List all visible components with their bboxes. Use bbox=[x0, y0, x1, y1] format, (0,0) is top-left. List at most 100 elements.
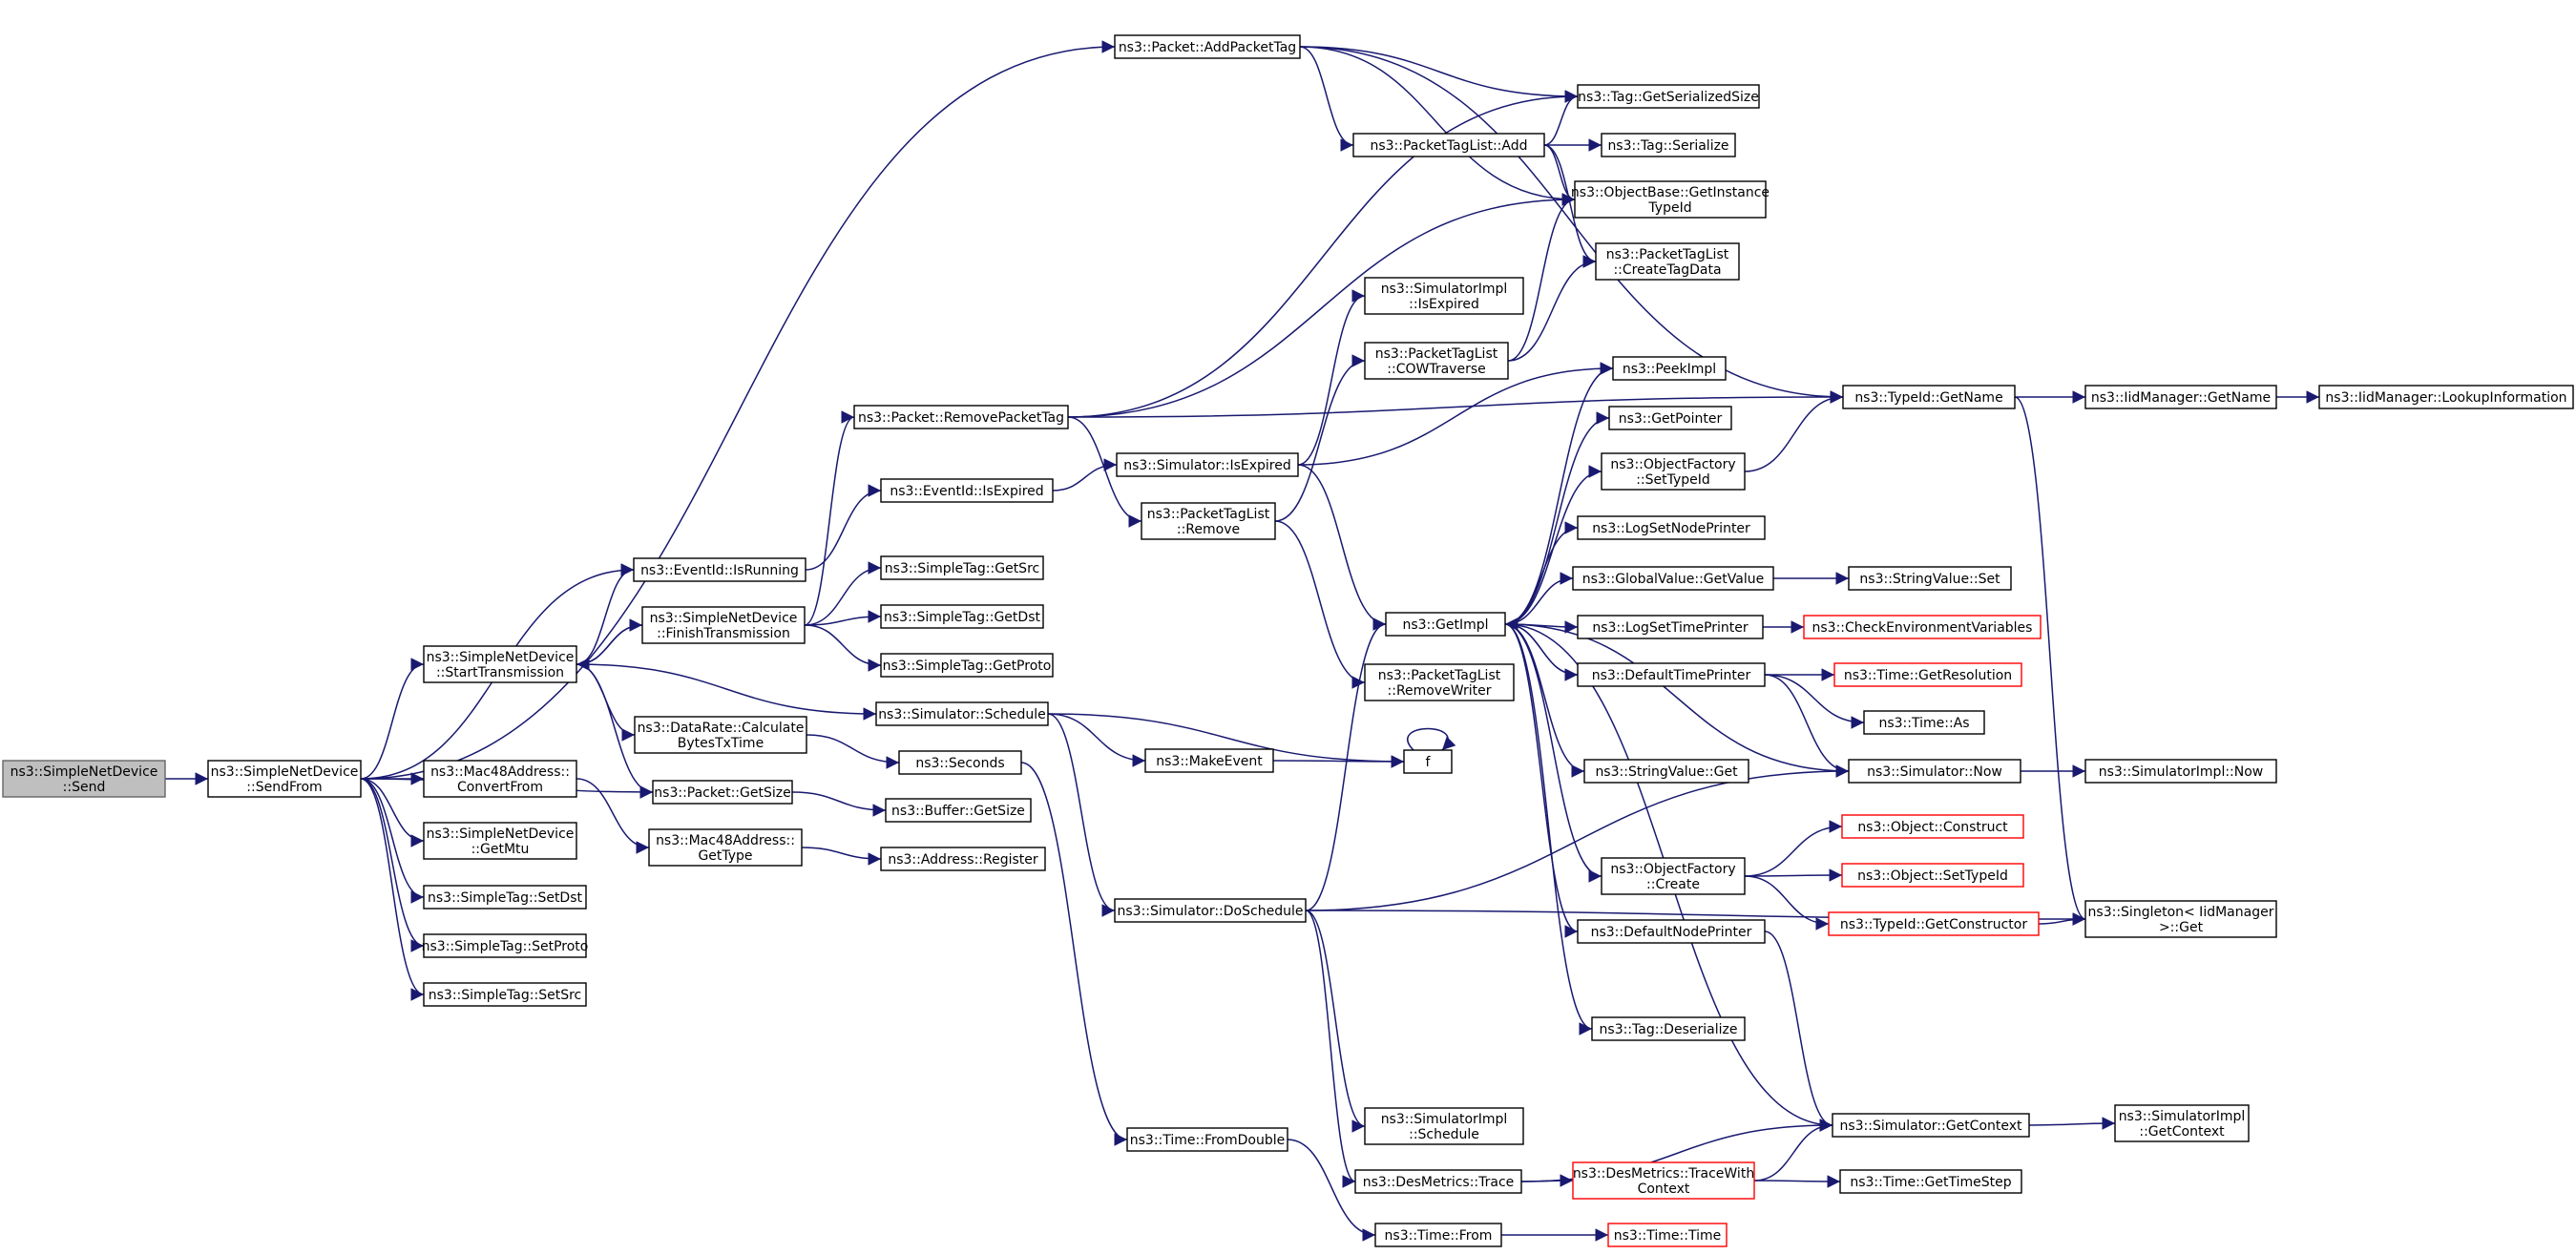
node-getmtu[interactable]: ns3::SimpleNetDevice::GetMtu bbox=[423, 822, 577, 860]
node-simulator-isexpired[interactable]: ns3::Simulator::IsExpired bbox=[1116, 452, 1299, 477]
node-objectfactory-create[interactable]: ns3::ObjectFactory::Create bbox=[1601, 857, 1746, 895]
node-label: f bbox=[1426, 755, 1432, 770]
node-tag-serialize[interactable]: ns3::Tag::Serialize bbox=[1601, 133, 1736, 157]
node-packettaglist-remove[interactable]: ns3::PacketTagList::Remove bbox=[1141, 502, 1276, 540]
node-simpletag-setdst[interactable]: ns3::SimpleTag::SetDst bbox=[423, 885, 587, 910]
node-stringvalue-get[interactable]: ns3::StringValue::Get bbox=[1583, 759, 1749, 784]
node-sendfrom[interactable]: ns3::SimpleNetDevice::SendFrom bbox=[207, 760, 362, 798]
node-simulator-getcontext[interactable]: ns3::Simulator::GetContext bbox=[1832, 1113, 2030, 1138]
node-label: ns3::EventId::IsRunning bbox=[640, 563, 799, 578]
node-tag-getserializedsize[interactable]: ns3::Tag::GetSerializedSize bbox=[1577, 84, 1760, 109]
node-label: ns3::GlobalValue::GetValue bbox=[1582, 572, 1764, 587]
node-packettaglist-add[interactable]: ns3::PacketTagList::Add bbox=[1352, 133, 1545, 157]
node-eventid-isexpired[interactable]: ns3::EventId::IsExpired bbox=[880, 478, 1054, 503]
node-label: ns3::Simulator::Schedule bbox=[878, 707, 1046, 722]
node-addpackettag[interactable]: ns3::Packet::AddPacketTag bbox=[1114, 34, 1301, 59]
node-label: ::SetTypeId bbox=[1636, 472, 1710, 488]
node-f[interactable]: f bbox=[1403, 749, 1453, 774]
node-simimpl-getcontext[interactable]: ns3::SimulatorImpl::GetContext bbox=[2114, 1104, 2250, 1142]
node-box bbox=[880, 847, 1046, 871]
node-box bbox=[2114, 1104, 2250, 1142]
node-address-register[interactable]: ns3::Address::Register bbox=[880, 847, 1046, 871]
node-time-time[interactable]: ns3::Time::Time bbox=[1607, 1223, 1728, 1247]
call-edge bbox=[360, 778, 425, 904]
node-label: ns3::SimpleTag::GetSrc bbox=[885, 561, 1039, 576]
node-desmetrics-trace[interactable]: ns3::DesMetrics::Trace bbox=[1354, 1169, 1522, 1194]
node-removewriter[interactable]: ns3::PacketTagList::RemoveWriter bbox=[1364, 663, 1515, 701]
node-stringvalue-set[interactable]: ns3::StringValue::Set bbox=[1848, 566, 2012, 591]
node-label: ns3::Time::From bbox=[1385, 1228, 1493, 1244]
node-box bbox=[423, 760, 577, 798]
call-edge bbox=[1299, 46, 1844, 404]
node-mac48-convertfrom[interactable]: ns3::Mac48Address::ConvertFrom bbox=[423, 760, 577, 798]
call-edge bbox=[1753, 1119, 1833, 1182]
node-simpletag-getdst[interactable]: ns3::SimpleTag::GetDst bbox=[880, 604, 1044, 629]
node-simimpl-schedule[interactable]: ns3::SimulatorImpl::Schedule bbox=[1364, 1107, 1524, 1145]
call-edge bbox=[360, 778, 425, 847]
node-time-from[interactable]: ns3::Time::From bbox=[1374, 1223, 1502, 1247]
node-time-getresolution[interactable]: ns3::Time::GetResolution bbox=[1833, 662, 2022, 687]
node-logsettimeprinter[interactable]: ns3::LogSetTimePrinter bbox=[1577, 615, 1764, 639]
node-logsetnodeprinter[interactable]: ns3::LogSetNodePrinter bbox=[1577, 515, 1766, 540]
node-getpointer[interactable]: ns3::GetPointer bbox=[1608, 406, 1732, 430]
node-simimpl-isexpired[interactable]: ns3::SimulatorImpl::IsExpired bbox=[1364, 277, 1524, 315]
node-eventid-isrunning[interactable]: ns3::EventId::IsRunning bbox=[633, 557, 806, 582]
node-simpletag-setsrc[interactable]: ns3::SimpleTag::SetSrc bbox=[423, 982, 587, 1007]
node-box bbox=[1577, 919, 1766, 944]
node-time-as[interactable]: ns3::Time::As bbox=[1863, 710, 1985, 735]
node-simpletag-setproto[interactable]: ns3::SimpleTag::SetProto bbox=[422, 933, 589, 958]
node-iidmanager-getname[interactable]: ns3::IidManager::GetName bbox=[2084, 385, 2277, 409]
node-simpletag-getsrc[interactable]: ns3::SimpleTag::GetSrc bbox=[880, 555, 1044, 580]
node-singleton-get[interactable]: ns3::Singleton< IidManager >::Get bbox=[2084, 900, 2277, 938]
node-simpletag-getproto[interactable]: ns3::SimpleTag::GetProto bbox=[880, 653, 1054, 678]
node-makeevent[interactable]: ns3::MakeEvent bbox=[1144, 748, 1274, 773]
node-finishtransmission[interactable]: ns3::SimpleNetDevice::FinishTransmission bbox=[641, 606, 806, 644]
node-label: ns3::SimpleTag::SetSrc bbox=[429, 988, 581, 1003]
node-label: ns3::Simulator::GetContext bbox=[1839, 1119, 2022, 1134]
node-time-fromdouble[interactable]: ns3::Time::FromDouble bbox=[1126, 1127, 1288, 1152]
node-simulator-now[interactable]: ns3::Simulator::Now bbox=[1848, 759, 2021, 784]
node-box bbox=[1601, 133, 1736, 157]
call-edge bbox=[1504, 623, 1585, 778]
node-box bbox=[1577, 662, 1766, 687]
node-defaulttimeprinter[interactable]: ns3::DefaultTimePrinter bbox=[1577, 662, 1766, 687]
node-box bbox=[423, 645, 577, 683]
node-peekimpl[interactable]: ns3::PeekImpl bbox=[1612, 356, 1727, 381]
node-simimpl-now[interactable]: ns3::SimulatorImpl::Now bbox=[2084, 759, 2277, 784]
node-typeid-getname[interactable]: ns3::TypeId::GetName bbox=[1842, 385, 2016, 409]
node-objectfactory-settypeid[interactable]: ns3::ObjectFactory::SetTypeId bbox=[1601, 452, 1746, 491]
node-label: ns3::Tag::Serialize bbox=[1607, 138, 1728, 154]
node-createtagdata[interactable]: ns3::PacketTagList::CreateTagData bbox=[1595, 242, 1740, 281]
node-object-settypeid[interactable]: ns3::Object::SetTypeId bbox=[1841, 863, 2024, 888]
node-box bbox=[1601, 452, 1746, 491]
node-mac48-gettype[interactable]: ns3::Mac48Address::GetType bbox=[648, 828, 803, 867]
node-time-gettimestep[interactable]: ns3::Time::GetTimeStep bbox=[1839, 1169, 2022, 1194]
node-removepackettag[interactable]: ns3::Packet::RemovePacketTag bbox=[853, 405, 1069, 429]
node-label: ns3::DefaultNodePrinter bbox=[1591, 925, 1752, 940]
node-typeid-getconstructor[interactable]: ns3::TypeId::GetConstructor bbox=[1828, 911, 2040, 936]
node-starttransmission[interactable]: ns3::SimpleNetDevice::StartTransmission bbox=[423, 645, 577, 683]
node-cowtraverse[interactable]: ns3::PacketTagList::COWTraverse bbox=[1364, 342, 1509, 380]
node-label: ns3::DesMetrics::TraceWith bbox=[1573, 1166, 1754, 1182]
node-iidmanager-lookupinformation[interactable]: ns3::IidManager::LookupInformation bbox=[2318, 385, 2574, 409]
node-checkenvvars[interactable]: ns3::CheckEnvironmentVariables bbox=[1803, 615, 2042, 639]
node-object-construct[interactable]: ns3::Object::Construct bbox=[1841, 814, 2024, 839]
node-defaultnodeprinter[interactable]: ns3::DefaultNodePrinter bbox=[1577, 919, 1766, 944]
node-send[interactable]: ns3::SimpleNetDevice::Send bbox=[2, 760, 166, 798]
node-box bbox=[1828, 911, 2040, 936]
node-getimpl[interactable]: ns3::GetImpl bbox=[1385, 612, 1506, 637]
node-simulator-doschedule[interactable]: ns3::Simulator::DoSchedule bbox=[1114, 898, 1307, 923]
node-label: ::CreateTagData bbox=[1613, 262, 1721, 278]
node-tag-deserialize[interactable]: ns3::Tag::Deserialize bbox=[1591, 1016, 1746, 1041]
node-seconds[interactable]: ns3::Seconds bbox=[898, 750, 1022, 775]
call-edge bbox=[805, 484, 882, 571]
node-buffer-getsize[interactable]: ns3::Buffer::GetSize bbox=[885, 798, 1032, 823]
node-simulator-schedule[interactable]: ns3::Simulator::Schedule bbox=[875, 701, 1049, 726]
node-label: ns3::IidManager::GetName bbox=[2091, 390, 2271, 406]
node-label: ns3::PacketTagList bbox=[1375, 346, 1498, 362]
node-packet-getsize[interactable]: ns3::Packet::GetSize bbox=[652, 780, 793, 805]
node-globalvalue-getvalue[interactable]: ns3::GlobalValue::GetValue bbox=[1572, 566, 1774, 591]
